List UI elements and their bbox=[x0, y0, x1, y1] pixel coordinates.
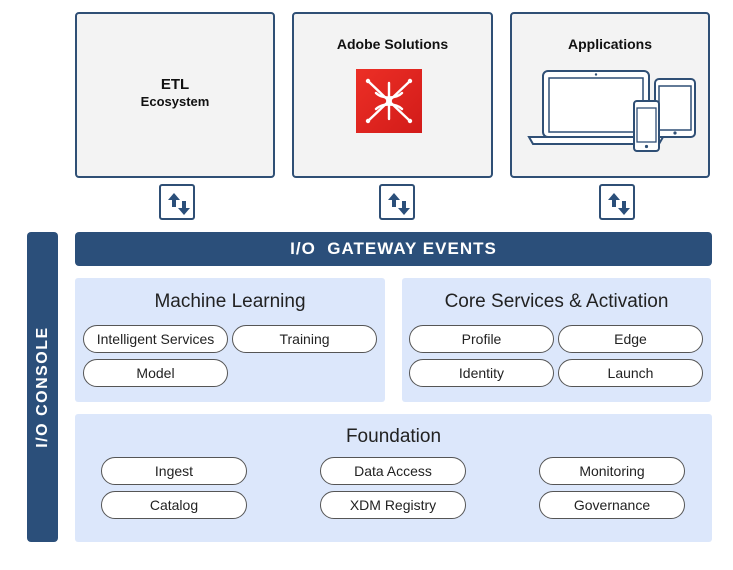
adobe-sync-arrow-icon bbox=[379, 184, 415, 220]
machine-learning-title: Machine Learning bbox=[154, 291, 306, 312]
monitoring-pill: Monitoring bbox=[539, 457, 685, 485]
intelligent-services-pill: Intelligent Services bbox=[83, 325, 228, 353]
core-services-title: Core Services & Activation bbox=[444, 291, 669, 312]
ingest-pill: Ingest bbox=[101, 457, 247, 485]
io-gateway-events-bar: I/O GATEWAY EVENTS bbox=[75, 232, 712, 266]
apps-sync-arrow-icon bbox=[599, 184, 635, 220]
catalog-pill: Catalog bbox=[101, 491, 247, 519]
etl-sync-arrow-icon bbox=[159, 184, 195, 220]
machine-learning-panel: Machine Learning Intelligent Services Tr… bbox=[75, 278, 385, 402]
core-services-panel: Core Services & Activation Profile Edge … bbox=[402, 278, 711, 402]
etl-subtitle: Ecosystem bbox=[140, 94, 210, 109]
adobe-solutions-title: Adobe Solutions bbox=[336, 36, 449, 52]
data-access-pill: Data Access bbox=[320, 457, 466, 485]
edge-pill: Edge bbox=[558, 325, 703, 353]
adobe-solutions-box: Adobe Solutions bbox=[292, 12, 493, 178]
etl-ecosystem-box: ETL Ecosystem bbox=[75, 12, 275, 178]
governance-pill: Governance bbox=[539, 491, 685, 519]
applications-box: Applications bbox=[510, 12, 710, 178]
foundation-title: Foundation bbox=[345, 426, 442, 447]
training-pill: Training bbox=[232, 325, 377, 353]
launch-pill: Launch bbox=[558, 359, 703, 387]
profile-pill: Profile bbox=[409, 325, 554, 353]
xdm-registry-pill: XDM Registry bbox=[320, 491, 466, 519]
io-console-label: I/O CONSOLE bbox=[33, 326, 51, 448]
devices-icon bbox=[527, 70, 696, 152]
io-console-bar: I/O CONSOLE bbox=[27, 232, 58, 542]
adobe-logo-icon bbox=[356, 69, 422, 133]
foundation-panel: Foundation Ingest Data Access Monitoring… bbox=[75, 414, 712, 542]
etl-title: ETL bbox=[160, 76, 190, 93]
identity-pill: Identity bbox=[409, 359, 554, 387]
applications-title: Applications bbox=[567, 36, 652, 52]
model-pill: Model bbox=[83, 359, 228, 387]
